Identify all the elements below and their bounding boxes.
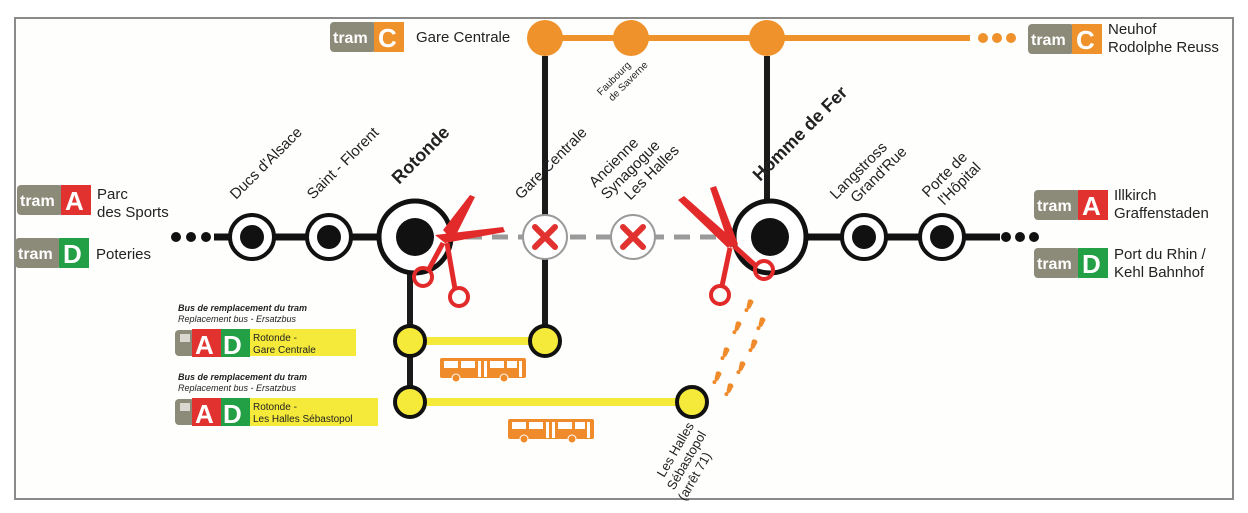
label-langstross: Langstross Grand'Rue — [827, 139, 910, 206]
svg-text:Les Halles Sébastopol: Les Halles Sébastopol — [253, 414, 353, 425]
terminus-rodolphe-reuss: Rodolphe Reuss — [1108, 39, 1219, 56]
svg-text:tram: tram — [1037, 198, 1072, 215]
station-gare-centrale-closed[interactable] — [522, 214, 568, 260]
station-porte-de-lhopital[interactable] — [918, 213, 966, 261]
closed-x-icon — [620, 224, 646, 250]
label-ancienne-synagogue: Ancienne Synagogue Les Halles — [586, 135, 683, 204]
bus-stop-rotonde[interactable] — [393, 324, 427, 358]
scissors-icon — [678, 186, 775, 306]
station-gare-centrale-c[interactable] — [527, 20, 563, 56]
bus-legend-2: Bus de remplacement du tram Replacement … — [175, 372, 378, 429]
terminus-graffenstaden: Graffenstaden — [1114, 205, 1209, 222]
station-homme-de-fer-c[interactable] — [749, 20, 785, 56]
svg-text:D: D — [63, 239, 82, 269]
terminus-poteries: Poteries — [96, 246, 151, 263]
terminus-parc-des-sports: Parc — [97, 186, 128, 203]
svg-text:Bus de remplacement du tram: Bus de remplacement du tram — [178, 372, 307, 382]
label-saint-florent: Saint - Florent — [304, 124, 383, 203]
badge-tram-c-west[interactable]: tram C — [330, 22, 404, 53]
svg-text:Rotonde -: Rotonde - — [253, 402, 297, 413]
svg-text:Rotonde -: Rotonde - — [253, 333, 297, 344]
svg-text:D: D — [223, 330, 242, 360]
bus-stop-rotonde-2[interactable] — [393, 385, 427, 419]
label-les-halles-sebastopol: Les Halles Sébastopol (arrêt 71) — [654, 419, 715, 503]
badge-tram-a-west[interactable]: tram A — [17, 185, 91, 216]
svg-text:Replacement bus - Ersatzbus: Replacement bus - Ersatzbus — [178, 314, 297, 324]
label-porte-de-lhopital: Porte de l'Hôpital — [919, 149, 985, 209]
bus-stop-les-halles-sebastopol[interactable] — [675, 385, 709, 419]
station-ducs-dalsace[interactable] — [228, 213, 276, 261]
terminus-neuhof: Neuhof — [1108, 21, 1157, 38]
svg-text:A: A — [1082, 191, 1101, 221]
label-rotonde: Rotonde — [388, 122, 454, 188]
continuation-dot — [1015, 232, 1025, 242]
continuation-dot — [1029, 232, 1039, 242]
footsteps-icon — [711, 298, 767, 398]
svg-text:tram: tram — [20, 193, 55, 210]
continuation-dot — [992, 33, 1002, 43]
continuation-dot — [171, 232, 181, 242]
station-faubourg-de-saverne[interactable] — [613, 20, 649, 56]
station-langstross[interactable] — [840, 213, 888, 261]
bus-icon — [507, 418, 595, 444]
bus-stop-gare-centrale[interactable] — [528, 324, 562, 358]
continuation-dot — [201, 232, 211, 242]
continuation-dot — [186, 232, 196, 242]
terminus-port-du-rhin: Port du Rhin / — [1114, 246, 1207, 263]
line-c — [527, 20, 1016, 56]
svg-text:Gare Centrale: Gare Centrale — [253, 345, 316, 356]
continuation-dot — [1006, 33, 1016, 43]
svg-text:A: A — [195, 330, 214, 360]
label-ducs-dalsace: Ducs d'Alsace — [227, 124, 306, 203]
svg-text:D: D — [223, 399, 242, 429]
svg-text:tram: tram — [1037, 256, 1072, 273]
svg-text:C: C — [378, 23, 397, 53]
label-gare-centrale: Gare Centrale — [512, 124, 591, 203]
terminus-illkirch: Illkirch — [1114, 187, 1157, 204]
bus-legend-1: Bus de remplacement du tram Replacement … — [175, 303, 356, 360]
scissors-icon — [412, 195, 505, 308]
label-faubourg-de-saverne: Faubourg de Saverne — [595, 60, 651, 104]
continuation-dot — [978, 33, 988, 43]
svg-text:A: A — [195, 399, 214, 429]
terminus-parc-des-sports-2: des Sports — [97, 204, 169, 221]
bus-icon — [439, 357, 527, 383]
svg-text:D: D — [1082, 249, 1101, 279]
bus-route-gare-centrale — [393, 324, 562, 383]
station-saint-florent[interactable] — [305, 213, 353, 261]
terminus-gare-centrale: Gare Centrale — [416, 29, 510, 46]
svg-text:tram: tram — [18, 246, 53, 263]
station-ancienne-synagogue-closed[interactable] — [610, 214, 656, 260]
closed-x-icon — [532, 224, 558, 250]
svg-text:A: A — [65, 186, 84, 216]
svg-text:tram: tram — [333, 30, 368, 47]
svg-text:Replacement bus - Ersatzbus: Replacement bus - Ersatzbus — [178, 383, 297, 393]
svg-text:tram: tram — [1031, 32, 1066, 49]
svg-text:Bus de remplacement du tram: Bus de remplacement du tram — [178, 303, 307, 313]
terminus-kehl-bahnhof: Kehl Bahnhof — [1114, 264, 1205, 281]
badge-tram-d-west[interactable]: tram D — [15, 238, 89, 269]
badge-tram-a-east[interactable]: tram A — [1034, 190, 1108, 221]
svg-text:C: C — [1076, 25, 1095, 55]
badge-tram-c-east[interactable]: tram C — [1028, 24, 1102, 55]
bus-route-sebastopol — [393, 385, 709, 444]
line-a-d — [171, 198, 1039, 276]
continuation-dot — [1001, 232, 1011, 242]
badge-tram-d-east[interactable]: tram D — [1034, 248, 1108, 279]
